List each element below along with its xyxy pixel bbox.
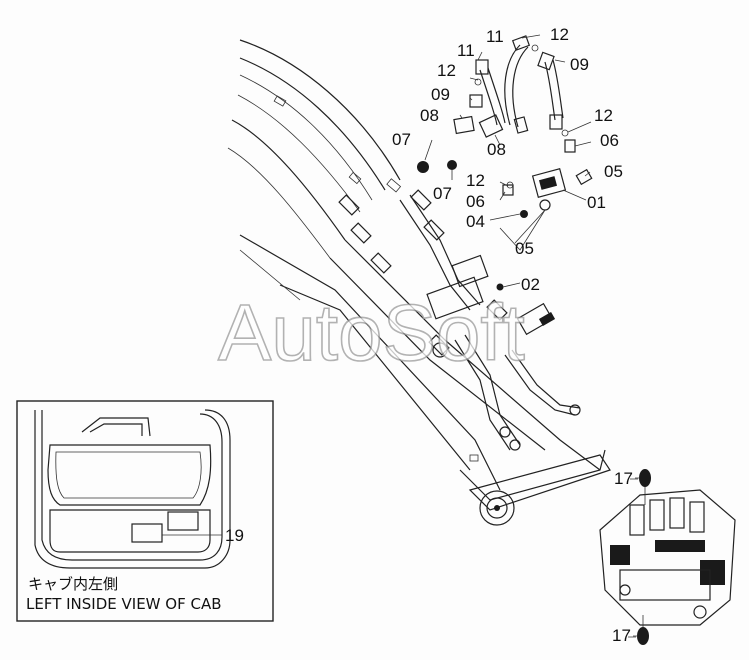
boom-arm [227,39,611,526]
callout-07: 07 [433,184,452,203]
callout-19: 19 [225,526,244,545]
callout-11: 11 [457,41,475,60]
control-valve [599,469,736,645]
callout-05: 05 [515,239,534,258]
callout-09: 09 [431,85,450,104]
watermark-text: AutoSoft [218,288,525,377]
callout-labels: 11 12 11 09 12 09 08 12 07 06 08 05 12 0… [225,25,633,645]
callout-08: 08 [487,140,506,159]
inset-caption-en: LEFT INSIDE VIEW OF CAB [26,595,222,613]
inset-caption-jp: キャブ内左側 [28,575,118,593]
callout-12: 12 [437,61,456,80]
callout-08: 08 [420,106,439,125]
part-19-location [131,523,163,543]
cab-inset: キャブ内左側 LEFT INSIDE VIEW OF CAB [16,400,274,622]
callout-17: 17 [614,469,633,488]
callout-04: 04 [466,212,485,231]
valve-01 [531,168,567,211]
callout-17: 17 [612,626,631,645]
callout-07: 07 [392,130,411,149]
callout-12: 12 [594,106,613,125]
callout-12: 12 [550,25,569,44]
callout-11: 11 [486,27,504,46]
callout-02: 02 [521,275,540,294]
callout-09: 09 [570,55,589,74]
callout-06: 06 [600,131,619,150]
callout-01: 01 [587,193,606,212]
hose-assembly [417,34,593,291]
callout-12: 12 [466,171,485,190]
hose-clamps [338,189,508,356]
boom-valve-block [426,254,581,451]
callout-06: 06 [466,192,485,211]
callout-05: 05 [604,162,623,181]
